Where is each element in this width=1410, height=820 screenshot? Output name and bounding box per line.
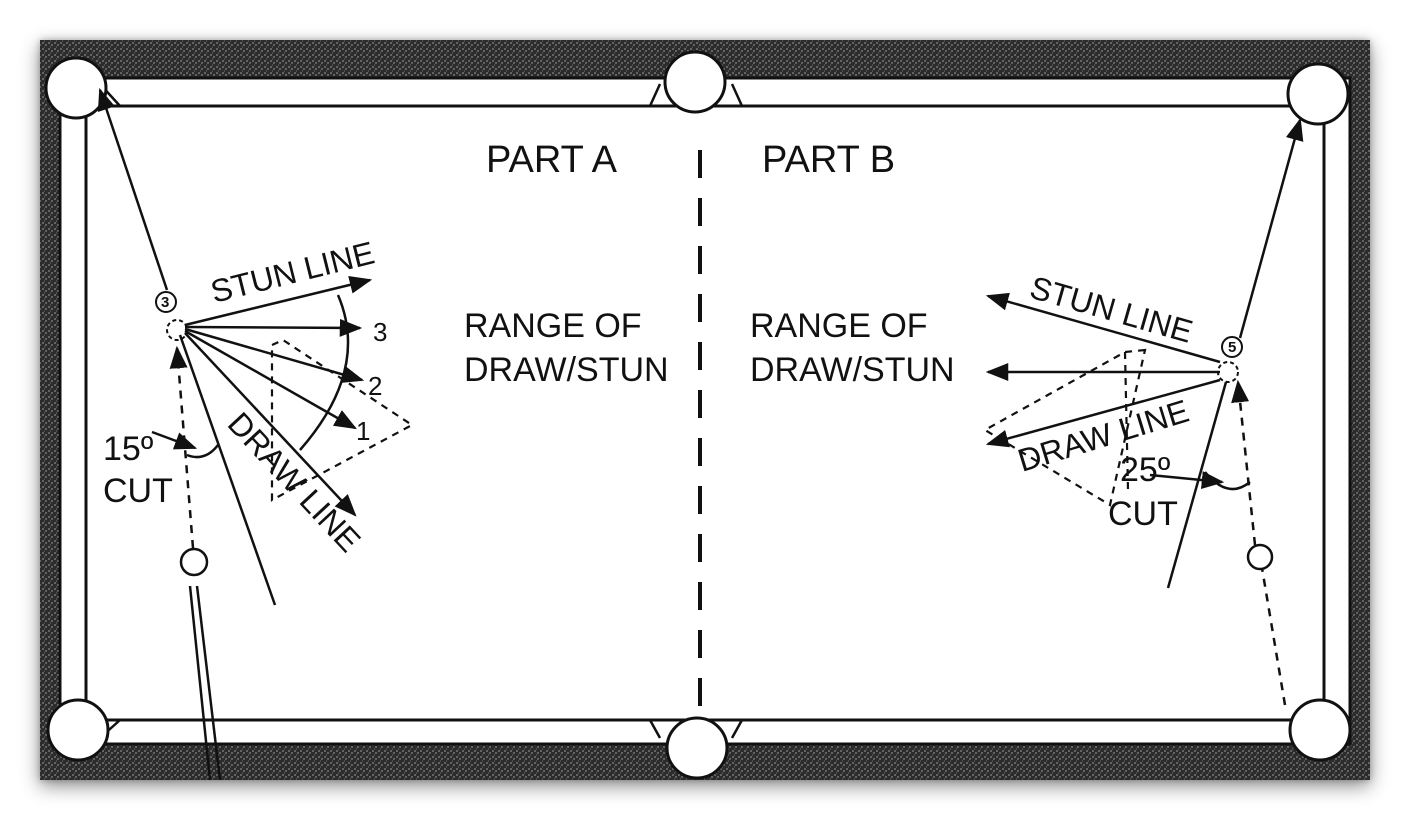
part-b-range-box-inner [1123, 351, 1130, 491]
part-a-range-arc [299, 294, 350, 451]
part-a-lines [97, 87, 415, 780]
part-a-aim-line [178, 334, 277, 606]
part-a-object-ball-path [97, 87, 169, 291]
part-a-cut-angle: 15º [103, 430, 153, 468]
part-a-path-2-label: 2 [368, 371, 382, 401]
part-b-draw-arrow [985, 378, 1221, 448]
part-b-cut-pointer [1149, 471, 1225, 489]
part-a-object-ball-number: 3 [161, 294, 169, 311]
part-a-range-box [270, 338, 415, 502]
part-a-object-ball [155, 291, 177, 313]
part-b-cue-ball [1246, 543, 1274, 571]
part-a-draw-arrow [184, 332, 357, 517]
part-a-path-3-label: 3 [373, 317, 387, 347]
part-a-cut-arc [186, 444, 219, 459]
cue-stick-edge-2 [195, 585, 222, 780]
part-b-cut-angle: 25º [1120, 451, 1170, 489]
part-b-range-line1: RANGE OF [750, 307, 928, 345]
part-b-title: PART B [762, 139, 895, 181]
pool-table-diagram: PART A RANGE OF DRAW/STUN 3 STUN LINE DR… [40, 40, 1370, 780]
part-b-range-line2: DRAW/STUN [750, 351, 955, 389]
part-b-cue-approach-2 [1231, 379, 1257, 546]
part-a-cue-ball [179, 547, 209, 577]
pocket-top-middle [663, 50, 727, 114]
part-b-lines [982, 117, 1304, 706]
part-b-cut-word: CUT [1108, 495, 1178, 533]
part-b-range-box [982, 348, 1147, 507]
pocket-bottom-left [46, 698, 110, 762]
part-b-stun-arrow [985, 292, 1221, 364]
pockets [44, 50, 1352, 780]
part-a-range-line2: DRAW/STUN [464, 351, 669, 389]
cue-stick-edge-1 [188, 585, 212, 780]
part-b-object-ball [1221, 336, 1243, 358]
part-a-cue-approach [169, 345, 195, 549]
part-a-stun-arrow [184, 276, 373, 327]
part-a-range-line1: RANGE OF [464, 307, 642, 345]
part-a-ghost-ball [166, 319, 188, 341]
part-b-ghost-ball [1217, 361, 1239, 383]
part-b-object-ball-number: 5 [1228, 339, 1236, 356]
part-b-object-ball-path [1238, 117, 1304, 339]
part-a-path-1-label: 1 [356, 416, 370, 446]
part-a-path-3 [184, 318, 363, 337]
part-a-title: PART A [486, 139, 618, 181]
pocket-top-left [44, 56, 108, 120]
pocket-bottom-middle [665, 716, 729, 780]
part-a-cut-pointer [151, 430, 198, 450]
part-a-cut-word: CUT [103, 472, 173, 510]
pocket-top-right [1286, 62, 1350, 126]
pocket-bottom-right [1288, 698, 1352, 762]
part-b-aim-line [1166, 381, 1228, 589]
